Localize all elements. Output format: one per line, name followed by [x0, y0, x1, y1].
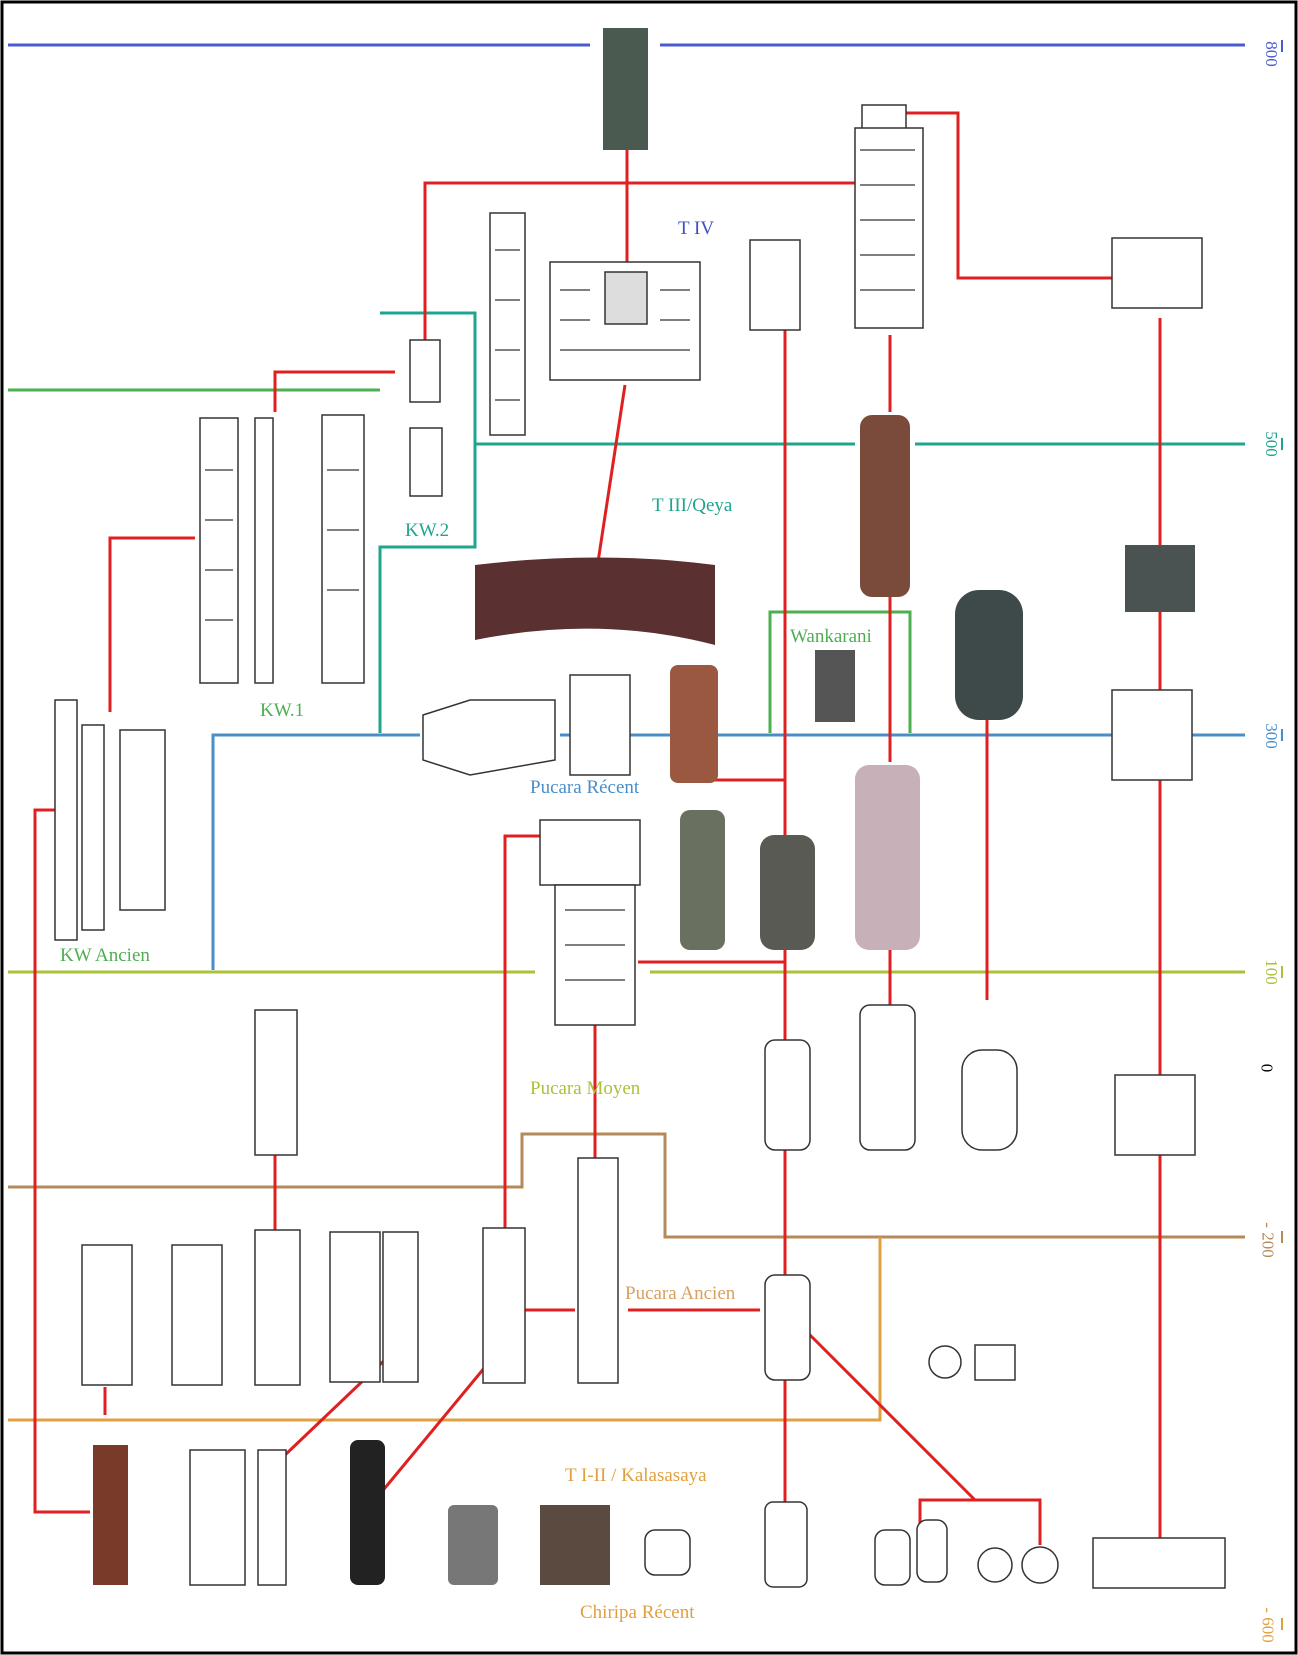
label-t-iii-qeya: T III/Qeya: [652, 495, 732, 517]
kw1-stela-c: [322, 415, 364, 683]
tick-100: 100: [1261, 959, 1281, 985]
kw2-figure-b: [410, 428, 442, 496]
head-bottom: [645, 1530, 690, 1575]
label-pucara-ancien: Pucara Ancien: [625, 1283, 735, 1305]
small-figure-f: [917, 1520, 947, 1582]
tick-minus200: - 200: [1258, 1222, 1278, 1257]
boundary-minus600: [8, 1237, 880, 1420]
label-kw2: KW.2: [405, 520, 449, 542]
label-t-iv: T IV: [678, 218, 714, 240]
stone-square-bottom: [540, 1505, 610, 1585]
stone-grey-bottom: [448, 1505, 498, 1585]
figure-pucara-ancien: [765, 1275, 810, 1380]
relief-0: [1115, 1075, 1195, 1155]
stela-row-a: [82, 1245, 132, 1385]
figure-bottom-a: [190, 1450, 245, 1585]
statue-pink: [855, 765, 920, 950]
stela-row-c: [255, 1230, 300, 1385]
stela-row-e: [383, 1232, 418, 1382]
gateway-frieze: [550, 262, 700, 380]
tick-minus600: - 600: [1258, 1607, 1278, 1642]
kw-ancien-stela-b: [82, 725, 104, 930]
kw2-figure-a: [410, 340, 440, 402]
monolith-bennett: [855, 105, 923, 328]
stone-dark-seated: [955, 590, 1023, 720]
figure-drawing-a: [765, 1040, 810, 1150]
stela-serpent-mid: [255, 1010, 297, 1155]
pucara-recent-figure: [570, 675, 630, 775]
label-t-i-ii-kalasasaya: T I-II / Kalasasaya: [565, 1465, 707, 1487]
kw1-stela-b: [255, 418, 273, 683]
spiral-stone: [1022, 1547, 1058, 1583]
relief-300: [1112, 690, 1192, 780]
carved-head-tiv: [750, 240, 800, 330]
stela-dark-top: [603, 28, 648, 150]
tick-500: 500: [1261, 431, 1281, 457]
stone-dark-small: [1125, 545, 1195, 612]
artefacts: [55, 28, 1225, 1588]
tick-300: 300: [1261, 723, 1281, 749]
pucara-recent-box: [423, 700, 555, 775]
relief-bottom: [1093, 1538, 1225, 1588]
label-pucara-moyen: Pucara Moyen: [530, 1078, 640, 1100]
statue-grey-tall: [680, 810, 725, 950]
kw-ancien-stela-a: [55, 700, 77, 940]
stela-row-d: [330, 1232, 380, 1382]
tick-0: 0: [1256, 1064, 1276, 1073]
figure-bottom-c: [350, 1440, 385, 1585]
figure-bottom-b: [258, 1450, 286, 1585]
statue-seated-grey: [760, 835, 815, 950]
stela-pucara-ancien: [578, 1158, 618, 1383]
label-kw-ancien: KW Ancien: [60, 945, 150, 967]
small-figure-e: [875, 1530, 910, 1585]
boundary-minus200: [8, 1134, 1245, 1237]
figure-drawing-b: [860, 1005, 915, 1150]
small-stone-b: [975, 1345, 1015, 1380]
label-wankarani: Wankarani: [790, 626, 872, 648]
boundary-300: [213, 735, 1245, 970]
stela-row-f: [483, 1228, 525, 1383]
small-figure-g: [978, 1548, 1012, 1582]
small-stone-a: [929, 1346, 961, 1378]
tick-800: 800: [1261, 41, 1281, 67]
pucara-moyen-stela: [540, 820, 640, 1025]
label-kw1: KW.1: [260, 700, 304, 722]
wankarani-head: [815, 650, 855, 722]
figure-drawing-c: [962, 1050, 1017, 1150]
kw-ancien-stela-c: [120, 730, 165, 910]
pucara-recent-brown: [670, 665, 718, 783]
stela-row-b: [172, 1245, 222, 1385]
arch-slab: [475, 558, 715, 646]
label-chiripa-recent: Chiripa Récent: [580, 1602, 695, 1624]
label-pucara-recent: Pucara Récent: [530, 777, 639, 799]
statue-brown-500: [860, 415, 910, 597]
stela-narrow-tiv: [490, 213, 525, 435]
kw1-stela-a: [200, 418, 238, 683]
figure-bottom-d: [765, 1502, 807, 1587]
stela-brown-bottom: [93, 1445, 128, 1585]
relief-block-right: [1112, 238, 1202, 308]
